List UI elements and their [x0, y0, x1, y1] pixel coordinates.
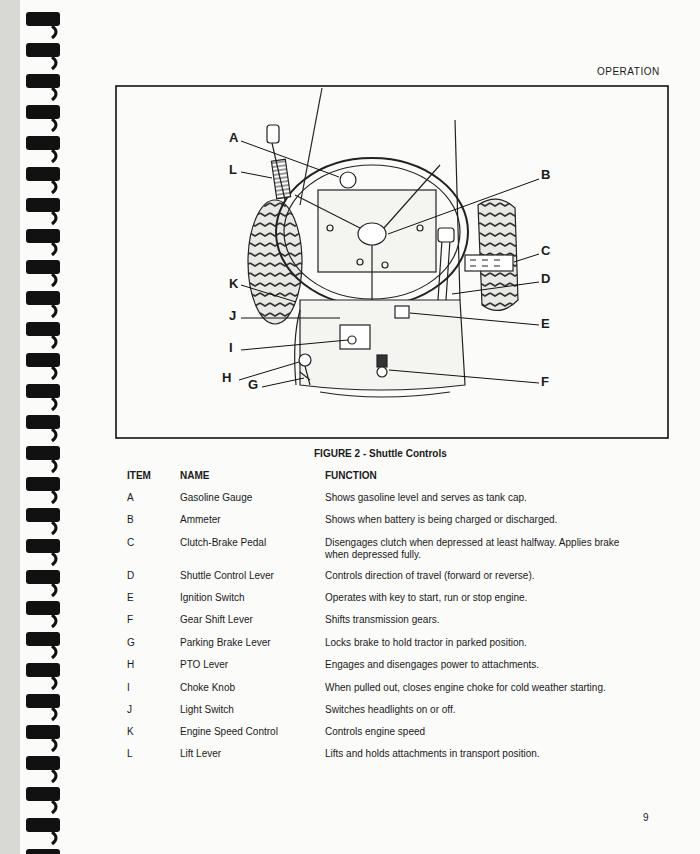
table-cell: Switches headlights on or off. — [325, 704, 625, 716]
callout-letter: K — [229, 277, 238, 291]
callout-letter: G — [248, 378, 258, 392]
callout-letter: B — [541, 168, 550, 182]
spiral-binding — [26, 12, 60, 854]
table-cell: Shuttle Control Lever — [180, 570, 274, 582]
table-cell: Shows when battery is being charged or d… — [325, 514, 625, 526]
callout-letter: E — [541, 317, 550, 331]
table-header: NAME — [180, 470, 209, 482]
callout-letter: C — [541, 244, 550, 258]
callout-letter: F — [541, 375, 549, 389]
table-cell: PTO Lever — [180, 659, 228, 671]
table-cell: Controls direction of travel (forward or… — [325, 570, 625, 582]
callout-letter: H — [222, 371, 231, 385]
leader-lines — [239, 141, 539, 387]
table-header: FUNCTION — [325, 470, 377, 482]
table-cell: Ignition Switch — [180, 592, 244, 604]
table-cell: Disengages clutch when depressed at leas… — [325, 537, 625, 561]
table-cell: Lift Lever — [180, 748, 221, 760]
table-cell: K — [127, 726, 134, 738]
table-cell: Gasoline Gauge — [180, 492, 252, 504]
table-cell: When pulled out, closes engine choke for… — [325, 682, 625, 694]
table-cell: Lifts and holds attachments in transport… — [325, 748, 625, 760]
table-cell: Shows gasoline level and serves as tank … — [325, 492, 625, 504]
table-header: ITEM — [127, 470, 151, 482]
page-number: 9 — [643, 812, 649, 824]
figure-caption: FIGURE 2 - Shuttle Controls — [314, 448, 447, 460]
table-cell: F — [127, 614, 133, 626]
table-cell: Controls engine speed — [325, 726, 625, 738]
table-cell: G — [127, 637, 135, 649]
table-cell: A — [127, 492, 134, 504]
table-cell: Engine Speed Control — [180, 726, 278, 738]
table-cell: B — [127, 514, 134, 526]
callout-letter: J — [229, 309, 236, 323]
callout-letter: D — [541, 272, 550, 286]
callout-letter: A — [229, 131, 238, 145]
tractor-drawing — [248, 88, 518, 397]
table-cell: H — [127, 659, 134, 671]
table-cell: Operates with key to start, run or stop … — [325, 592, 625, 604]
table-cell: Shifts transmission gears. — [325, 614, 625, 626]
table-cell: J — [127, 704, 132, 716]
table-cell: D — [127, 570, 134, 582]
table-cell: C — [127, 537, 134, 549]
table-cell: Gear Shift Lever — [180, 614, 253, 626]
figure-frame — [116, 86, 668, 438]
table-cell: Clutch-Brake Pedal — [180, 537, 266, 549]
page-header: OPERATION — [597, 66, 660, 78]
callout-letter: I — [229, 341, 233, 355]
table-cell: Light Switch — [180, 704, 234, 716]
table-cell: L — [127, 748, 133, 760]
table-cell: Engages and disengages power to attachme… — [325, 659, 625, 671]
callout-letter: L — [229, 163, 237, 177]
table-cell: Parking Brake Lever — [180, 637, 271, 649]
table-cell: E — [127, 592, 134, 604]
table-cell: Ammeter — [180, 514, 221, 526]
table-cell: Locks brake to hold tractor in parked po… — [325, 637, 625, 649]
table-cell: Choke Knob — [180, 682, 235, 694]
table-cell: I — [127, 682, 130, 694]
